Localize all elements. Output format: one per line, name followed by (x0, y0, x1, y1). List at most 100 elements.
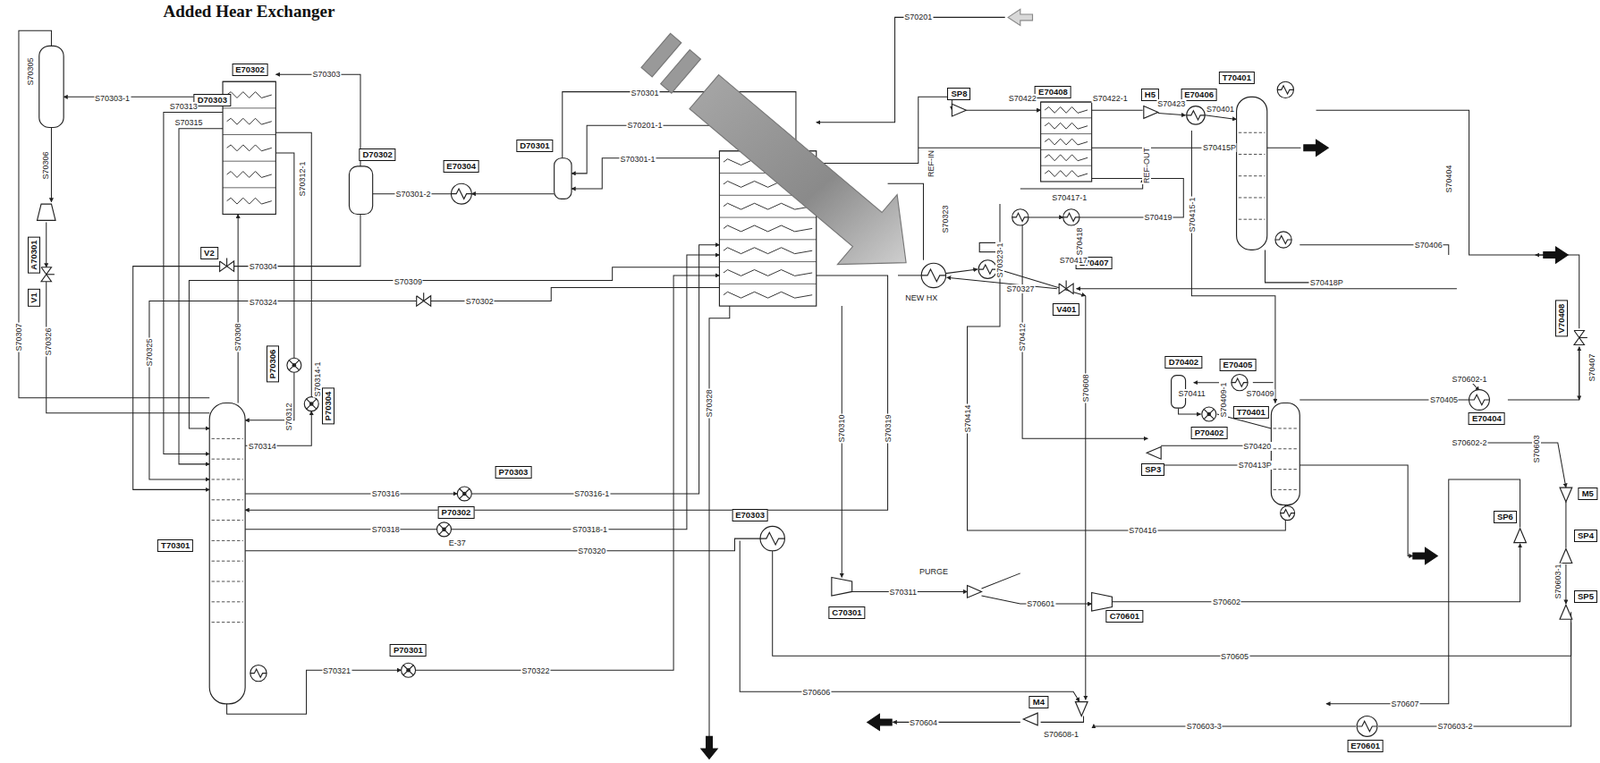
valve-stem (226, 258, 228, 267)
equipment-tag: M4 (1029, 695, 1049, 709)
tag-text: V2 (203, 247, 215, 259)
column-tray (211, 438, 244, 440)
column-tray (211, 458, 244, 460)
stream-label: S70416 (1127, 525, 1158, 535)
vessel (39, 45, 64, 127)
tag-text: M5 (1582, 488, 1594, 500)
pump (437, 522, 452, 537)
stream-label: S70409-1 (1219, 381, 1228, 419)
equipment-tag: P70402 (1191, 426, 1228, 440)
valve-stem (1579, 337, 1588, 339)
pump-mark (1203, 408, 1214, 419)
stream-label: S70313 (169, 101, 199, 111)
equipment-tag: V1 (27, 288, 41, 307)
equipment-tag: E70302 (231, 63, 269, 77)
pump (401, 662, 416, 678)
diagram-title: Added Hear Exchanger (163, 1, 336, 22)
valve-stem (423, 292, 424, 301)
stream-label: S70308 (233, 321, 243, 352)
stream-label: S70301-1 (619, 154, 657, 164)
stream-label: S70323 (940, 204, 950, 235)
equipment-tag: E70405 (1219, 358, 1257, 372)
stream-label: S70603-3 (1185, 721, 1223, 731)
column-tray (1273, 427, 1298, 429)
equipment-tag: E70303 (731, 508, 769, 522)
tag-text: A70301 (28, 240, 40, 271)
equipment-tag: E70406 (1180, 88, 1218, 102)
tag-text: P70301 (393, 644, 424, 656)
stream-label: S70302 (465, 296, 495, 306)
stream-label: S70304 (248, 262, 279, 271)
heat-exchanger (1012, 209, 1029, 226)
stream-label: NEW HX (904, 293, 939, 303)
exchanger-divider (1041, 117, 1093, 119)
column-tray (211, 540, 244, 542)
stream-label: S70602 (1211, 597, 1242, 607)
pump-eye (1207, 412, 1212, 417)
exchanger-divider (719, 238, 816, 240)
equipment-tag: D70302 (359, 148, 397, 161)
stream-label: S70312-1 (297, 160, 307, 197)
column-tray (1273, 489, 1298, 491)
splitter-mixer (1559, 604, 1573, 619)
stream-line (275, 74, 361, 167)
heat-exchanger-coil (921, 269, 946, 282)
stream-label: S70401 (1205, 104, 1236, 114)
tag-text: SP3 (1144, 464, 1161, 475)
stream-label: S70310 (837, 414, 847, 444)
tag-text: P70306 (267, 349, 279, 380)
equipment-tag: T70401 (1219, 71, 1255, 85)
vessel (209, 402, 246, 703)
stream-label: S70423 (1156, 99, 1186, 109)
equipment-tag: SP6 (1493, 510, 1517, 524)
stream-line (450, 254, 720, 530)
exchanger-coil (227, 197, 272, 204)
stream-label: S70305 (25, 56, 35, 86)
stream-label: S70606 (801, 687, 831, 697)
tag-text: SP4 (1577, 530, 1594, 542)
exchanger-coil (723, 247, 813, 254)
equipment-tag: P70306 (266, 346, 280, 383)
column-tray (1238, 132, 1266, 134)
stream-label: S70601 (1025, 599, 1056, 609)
tag-text: D70302 (363, 149, 393, 161)
stream-label: S70322 (520, 666, 551, 676)
stream-label: S70201 (903, 12, 933, 22)
equipment-symbols (37, 8, 1588, 759)
stream-label: S70307 (14, 321, 24, 352)
stream-line (1469, 442, 1567, 488)
stream-line (245, 528, 437, 530)
stream-label: S70405 (1429, 395, 1459, 405)
splitter-mixer (1559, 487, 1573, 502)
stream-label: E-37 (448, 538, 467, 548)
valve-stem (46, 273, 55, 275)
pump-mark (306, 398, 317, 409)
tag-text: E70408 (1038, 86, 1068, 98)
exchanger-divider (719, 217, 816, 219)
highlight-arrow-tail (641, 33, 682, 77)
exchanger-coil (227, 118, 272, 125)
stream-label: S70418 (1075, 227, 1084, 257)
equipment-tag: D70301 (516, 139, 553, 153)
stream-label: S70602-1 (1450, 374, 1488, 384)
stream-label: S70418P (1309, 278, 1345, 288)
exchanger-divider (1041, 101, 1093, 103)
stream-line (50, 127, 52, 203)
stream-line (1204, 115, 1236, 120)
tag-text: V70408 (1556, 304, 1567, 334)
stream-label: S70306 (41, 150, 51, 180)
stream-label: S70325 (144, 337, 154, 367)
heat-exchanger (760, 525, 785, 551)
stream-label: S70303 (312, 69, 342, 79)
equipment-tag: P70303 (495, 465, 533, 479)
stream-label: S70324 (248, 297, 279, 307)
tag-text: D70402 (1168, 356, 1199, 368)
heat-exchanger (1275, 231, 1292, 248)
equipment-tag: SP8 (948, 87, 972, 101)
tag-text: D70301 (519, 140, 550, 152)
exchanger-coil (723, 203, 813, 210)
vessel (1236, 96, 1268, 250)
stream-label: S70201-1 (626, 120, 664, 130)
stream-label: S70603-2 (1436, 721, 1474, 731)
heat-exchanger-coil (978, 264, 998, 274)
